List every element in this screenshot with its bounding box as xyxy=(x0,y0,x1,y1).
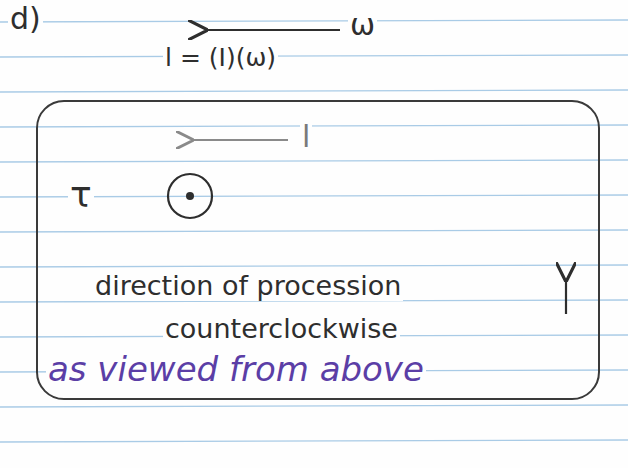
vector-label: l xyxy=(300,120,312,155)
part-letter: d) xyxy=(8,2,43,37)
annotation: as viewed from above xyxy=(46,350,426,389)
out-of-page-symbol xyxy=(168,174,212,218)
angular-momentum-arrow xyxy=(192,139,288,141)
vector-label: ω xyxy=(348,8,377,43)
torque-symbol: τ xyxy=(68,174,94,215)
answer-text: counterclockwise xyxy=(163,313,400,344)
answer-text: direction of procession xyxy=(93,270,403,301)
equation: l = (I)(ω) xyxy=(163,44,278,73)
answer-box: l τ direction of procession counterclockwis… xyxy=(36,100,600,400)
precession-arrow xyxy=(565,280,567,314)
omega-arrow xyxy=(206,29,340,31)
ruled-lines xyxy=(0,20,628,442)
